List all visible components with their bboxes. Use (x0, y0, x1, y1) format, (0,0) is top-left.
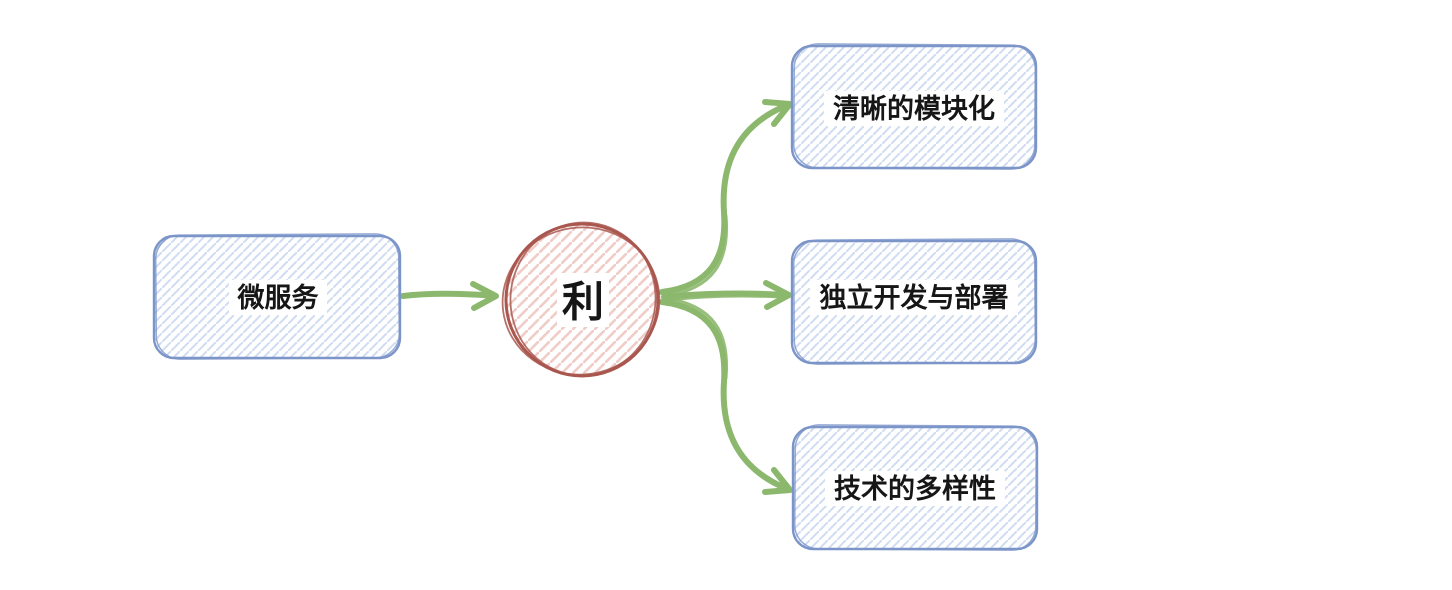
arrowhead-root-to-hub-icon (470, 281, 499, 311)
node-microservices[interactable]: 微服务 (152, 233, 402, 360)
node-benefit-diversity-label: 技术的多样性 (834, 473, 996, 504)
node-benefit-modularity-label: 清晰的模块化 (833, 93, 995, 124)
edge-hub-to-independence-line (661, 290, 787, 300)
edge-hub-to-diversity-line (659, 299, 788, 491)
node-benefit-diversity[interactable]: 技术的多样性 (791, 424, 1039, 551)
node-benefit-independence-box-sketch (792, 238, 1037, 365)
edge-hub-to-independence[interactable] (661, 280, 792, 310)
node-benefit-independence-label-plate (810, 280, 1018, 315)
node-hub-label-plate (557, 273, 609, 327)
node-microservices-box-sketch (154, 233, 401, 360)
node-benefit-diversity-label-plate (825, 471, 1005, 506)
arrowhead-hub-to-independence-icon (763, 280, 792, 310)
edge-hub-to-modularity-line (659, 103, 788, 295)
node-hub-circle-sketch2 (501, 226, 661, 376)
node-benefit-modularity-label-plate (824, 91, 1004, 126)
node-hub-label: 利 (562, 279, 604, 326)
node-benefit-diversity-box-sketch (793, 424, 1038, 551)
edge-hub-to-modularity[interactable] (659, 99, 793, 298)
node-benefit-modularity-box-sketch (792, 43, 1037, 170)
arrowhead-hub-to-diversity-icon (762, 467, 793, 495)
edge-hub-to-diversity-sketch (663, 296, 729, 380)
node-microservices-label-plate (229, 280, 327, 315)
node-microservices-label: 微服务 (237, 283, 319, 313)
edge-hub-to-independence-sketch (666, 294, 782, 302)
node-benefit-independence-label: 独立开发与部署 (820, 282, 1009, 313)
arrowhead-hub-to-modularity-icon (762, 99, 793, 127)
edge-hub-to-diversity[interactable] (659, 296, 793, 495)
edge-root-to-hub-line (400, 290, 494, 299)
node-benefit-modularity[interactable]: 清晰的模块化 (790, 43, 1038, 170)
node-hub-benefit[interactable]: 利 (493, 215, 669, 384)
node-benefit-independence[interactable]: 独立开发与部署 (790, 238, 1038, 365)
edge-root-to-hub[interactable] (400, 281, 499, 311)
